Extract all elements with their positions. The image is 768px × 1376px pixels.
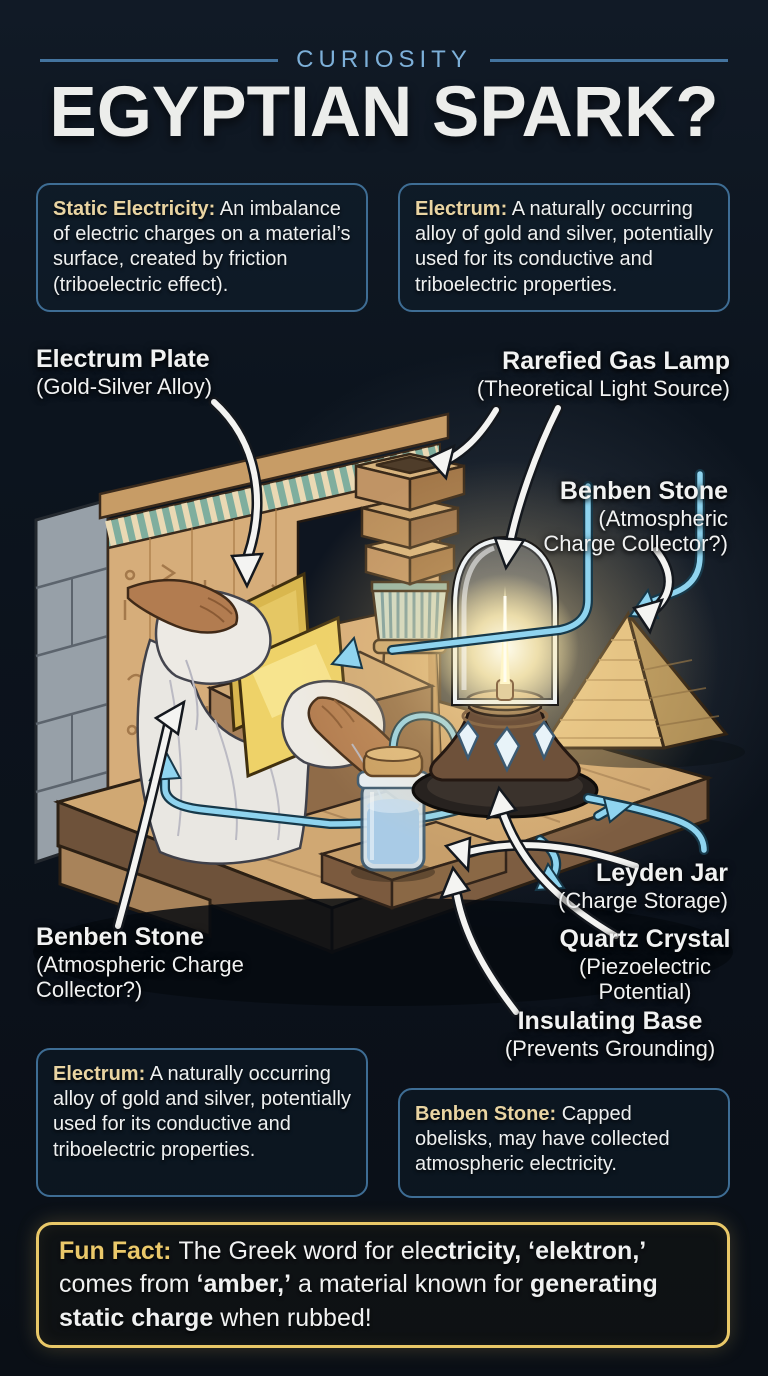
label-insulating-base: Insulating Base (Prevents Grounding) [504,1007,716,1061]
infobox-term: Static Electricity: [53,198,216,220]
infobox-term: Benben Stone: [415,1103,557,1125]
electrum-plate-back [224,571,314,733]
infobox-text: An imbalance of electric charges on a ma… [53,198,351,296]
draped-cloth [136,638,314,865]
stone-bench [206,650,436,825]
fun-fact-text: Fun Fact: The Greek word for electricity… [59,1237,658,1332]
hieroglyphs [123,559,282,736]
infobox-electrum-bottom: Electrum: A naturally occurring alloy of… [36,1048,368,1197]
ambient-glow [195,350,768,930]
doorway [296,498,400,634]
gas-lamp-graphic [411,535,599,819]
stone-jamb [34,498,110,865]
infobox-text: Capped obelisks, may have collected atmo… [415,1103,670,1176]
page-title: EGYPTIAN SPARK? [49,73,719,152]
wire-loop [148,747,475,830]
label-benben-stone-left: Benben Stone (Atmospheric Charge Collect… [36,923,244,1003]
insulating-slab [317,820,511,910]
label-leyden-jar: Leyden Jar (Charge Storage) [558,859,728,913]
label-electrum-plate: Electrum Plate (Gold-Silver Alloy) [36,345,213,399]
kicker-row: CURIOSITY [0,46,768,74]
infobox-benben-stone: Benben Stone: Capped obelisks, may have … [398,1088,730,1198]
kicker-line-left [40,58,279,62]
platform [53,698,713,955]
hand-with-cloth-right [281,679,432,813]
hand-with-cloth-left [126,578,272,731]
electrum-plate-front [236,615,350,779]
pyramid [539,610,745,768]
quartz-crystals [456,719,556,773]
kicker-text: CURIOSITY [296,46,472,73]
label-quartz-crystal: Quartz Crystal (Piezoelectric Potential) [559,925,731,1005]
fun-fact-box: Fun Fact: The Greek word for electricity… [36,1222,730,1348]
temple-wall [98,412,450,827]
capped-obelisk-column [354,452,466,792]
infobox-text: A naturally occurring alloy of gold and … [53,1063,351,1161]
infobox-term: Electrum: [415,198,508,220]
kicker-line-right [489,58,728,62]
label-rarefied-gas-lamp: Rarefied Gas Lamp (Theoretical Light Sou… [476,347,730,401]
label-benben-stone-right: Benben Stone (Atmospheric Charge Collect… [543,477,728,557]
leyden-jar-graphic [351,711,461,882]
infobox-term: Electrum: [53,1063,146,1085]
infobox-text: A naturally occurring alloy of gold and … [415,198,713,296]
infobox-electrum-top: Electrum: A naturally occurring alloy of… [398,183,730,312]
infobox-static-electricity: Static Electricity: An imbalance of elec… [36,183,368,312]
